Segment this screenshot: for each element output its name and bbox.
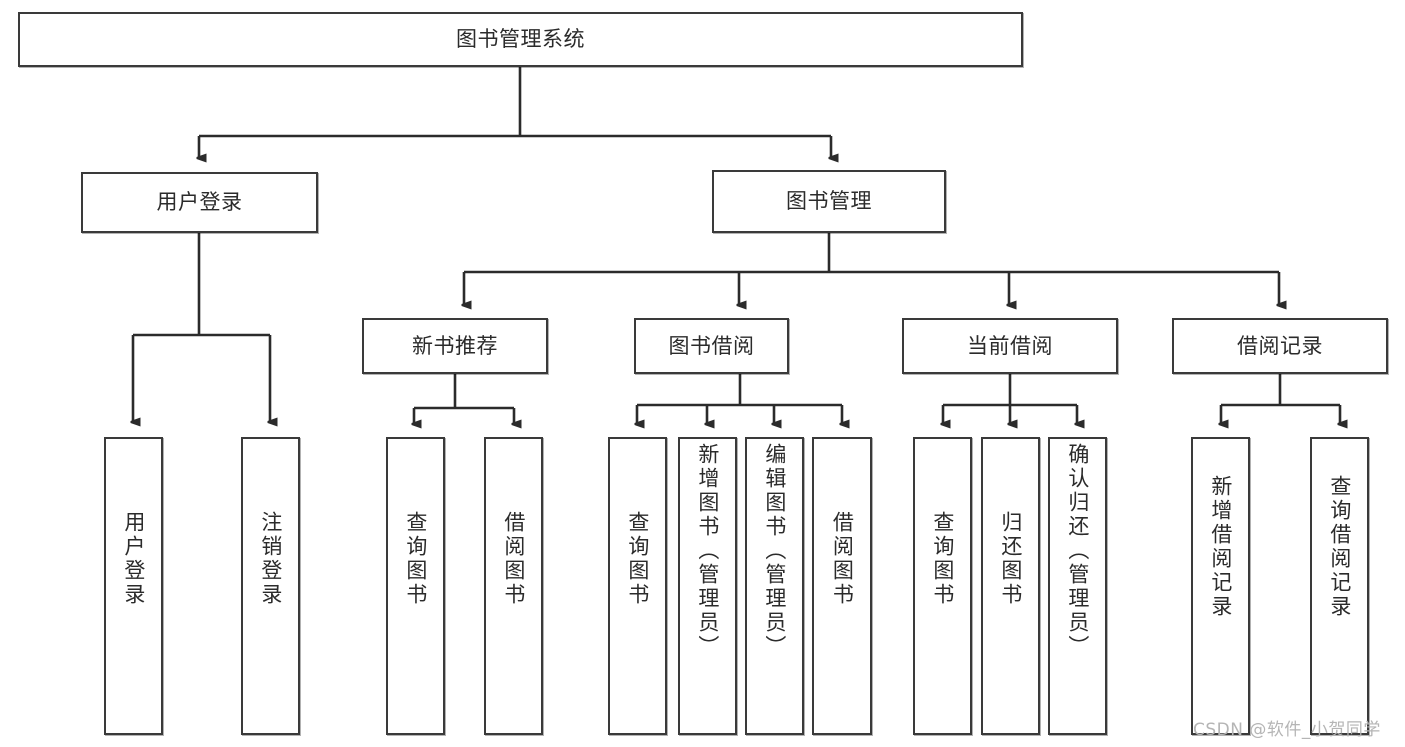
node-user-login[interactable]: 用户登录 — [81, 172, 318, 233]
leaf-current-query-book-label: 查询图书 — [930, 511, 955, 607]
node-root-label: 图书管理系统 — [456, 27, 585, 52]
leaf-logout-label: 注销登录 — [258, 511, 283, 607]
leaf-record-query-record-label: 查询借阅记录 — [1327, 475, 1352, 619]
leaf-current-confirm-return-admin[interactable]: 确认归还（管理员） — [1048, 437, 1107, 735]
node-user-login-label: 用户登录 — [156, 190, 243, 215]
leaf-user-login-label: 用户登录 — [121, 511, 146, 607]
leaf-current-return-book[interactable]: 归还图书 — [981, 437, 1040, 735]
leaf-record-add-record-label: 新增借阅记录 — [1208, 475, 1233, 619]
node-new-book-recommend[interactable]: 新书推荐 — [362, 318, 548, 374]
leaf-borrow-query-book[interactable]: 查询图书 — [608, 437, 667, 735]
node-book-borrow-label: 图书借阅 — [668, 333, 755, 358]
leaf-recommend-query-book-label: 查询图书 — [403, 511, 428, 607]
leaf-recommend-query-book[interactable]: 查询图书 — [386, 437, 445, 735]
leaf-borrow-edit-book-admin[interactable]: 编辑图书（管理员） — [745, 437, 804, 735]
node-root[interactable]: 图书管理系统 — [18, 12, 1023, 67]
leaf-logout[interactable]: 注销登录 — [241, 437, 300, 735]
leaf-current-confirm-return-admin-label: 确认归还（管理员） — [1065, 443, 1090, 659]
leaf-record-query-record[interactable]: 查询借阅记录 — [1310, 437, 1369, 735]
node-new-book-recommend-label: 新书推荐 — [412, 333, 498, 358]
leaf-recommend-borrow-book-label: 借阅图书 — [501, 511, 526, 607]
node-current-borrow[interactable]: 当前借阅 — [902, 318, 1118, 374]
node-borrow-record[interactable]: 借阅记录 — [1172, 318, 1388, 374]
node-book-management-label: 图书管理 — [786, 189, 872, 214]
leaf-current-query-book[interactable]: 查询图书 — [913, 437, 972, 735]
watermark-text: CSDN @软件_小贺同学 — [1193, 720, 1381, 740]
leaf-user-login[interactable]: 用户登录 — [104, 437, 163, 735]
leaf-borrow-add-book-admin-label: 新增图书（管理员） — [695, 443, 720, 659]
leaf-borrow-edit-book-admin-label: 编辑图书（管理员） — [762, 443, 787, 659]
leaf-borrow-borrow-book[interactable]: 借阅图书 — [812, 437, 872, 735]
leaf-borrow-add-book-admin[interactable]: 新增图书（管理员） — [678, 437, 737, 735]
leaf-recommend-borrow-book[interactable]: 借阅图书 — [484, 437, 543, 735]
node-book-management[interactable]: 图书管理 — [712, 170, 946, 233]
leaf-current-return-book-label: 归还图书 — [998, 511, 1023, 607]
node-book-borrow[interactable]: 图书借阅 — [634, 318, 789, 374]
node-borrow-record-label: 借阅记录 — [1237, 333, 1323, 358]
leaf-record-add-record[interactable]: 新增借阅记录 — [1191, 437, 1250, 735]
leaf-borrow-borrow-book-label: 借阅图书 — [830, 511, 855, 607]
leaf-borrow-query-book-label: 查询图书 — [625, 511, 650, 607]
node-current-borrow-label: 当前借阅 — [967, 333, 1053, 358]
